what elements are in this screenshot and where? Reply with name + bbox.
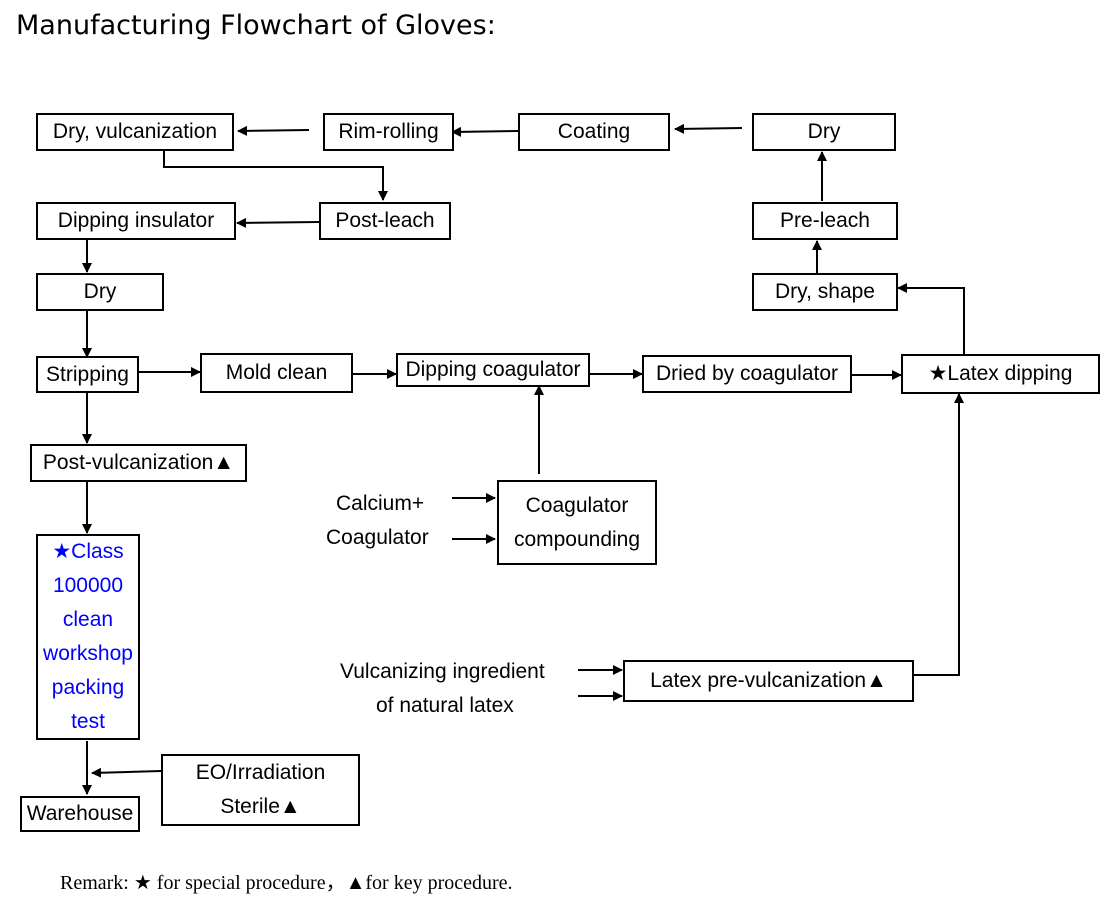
input-vulcanizing-line-1: Vulcanizing ingredient [340,660,545,683]
workshop-line-4: workshop [43,642,133,665]
node-latex-prevulcanization: Latex pre-vulcanization▲ [623,660,914,702]
arrow-rimrolling-to-dryvulc [237,125,310,136]
node-mold-clean: Mold clean [200,353,353,393]
node-warehouse: Warehouse [20,796,140,832]
arrow-dryvulc-to-postleach [163,150,388,201]
node-post-vulcanization: Post-vulcanization▲ [30,444,247,482]
node-class-workshop: ★Class 100000 clean workshop packing tes… [36,534,140,740]
workshop-line-2: 100000 [52,574,124,597]
node-dipping-coagulator: Dipping coagulator [396,353,590,387]
eo-line-1: EO/Irradiation [195,761,326,784]
page-title: Manufacturing Flowchart of Gloves: [16,10,496,41]
node-pre-leach: Pre-leach [752,202,898,240]
arrow-prevulc-to-latexdipping [913,393,964,676]
node-dry-top: Dry [752,113,896,151]
node-dry-vulcanization: Dry, vulcanization [36,113,234,151]
node-stripping: Stripping [36,356,139,393]
node-dipping-insulator: Dipping insulator [36,202,236,240]
node-coating: Coating [518,113,670,151]
compounding-line-2: compounding [513,527,641,551]
node-dry-shape: Dry, shape [752,273,898,311]
arrow-coating-to-rimrolling [451,126,519,137]
arrow-latexdipping-to-dryshape [897,283,965,354]
eo-line-2: Sterile▲ [220,795,301,818]
node-rim-rolling: Rim-rolling [323,113,454,151]
workshop-line-6: test [71,710,105,733]
workshop-line-5: packing [51,676,125,699]
node-coagulator-compounding: Coagulator compounding [497,480,657,565]
input-calcium: Calcium+ [336,492,425,515]
arrow-postleach-to-dippinginsulator [236,217,320,228]
node-latex-dipping: ★Latex dipping [901,354,1100,394]
input-vulcanizing-line-2: of natural latex [376,694,514,717]
node-eo-irradiation: EO/Irradiation Sterile▲ [161,754,360,826]
arrow-dry-to-coating [674,123,743,134]
arrow-eo-to-warehouse-line [91,767,162,778]
compounding-line-1: Coagulator [525,493,629,517]
input-coagulator: Coagulator [326,526,429,549]
workshop-line-1: ★Class [52,540,124,563]
node-post-leach: Post-leach [319,202,451,240]
node-dried-by-coagulator: Dried by coagulator [642,355,852,393]
remark-text: Remark: ★ for special procedure，▲for key… [60,872,513,894]
node-dry-left: Dry [36,273,164,311]
workshop-line-3: clean [62,608,114,631]
